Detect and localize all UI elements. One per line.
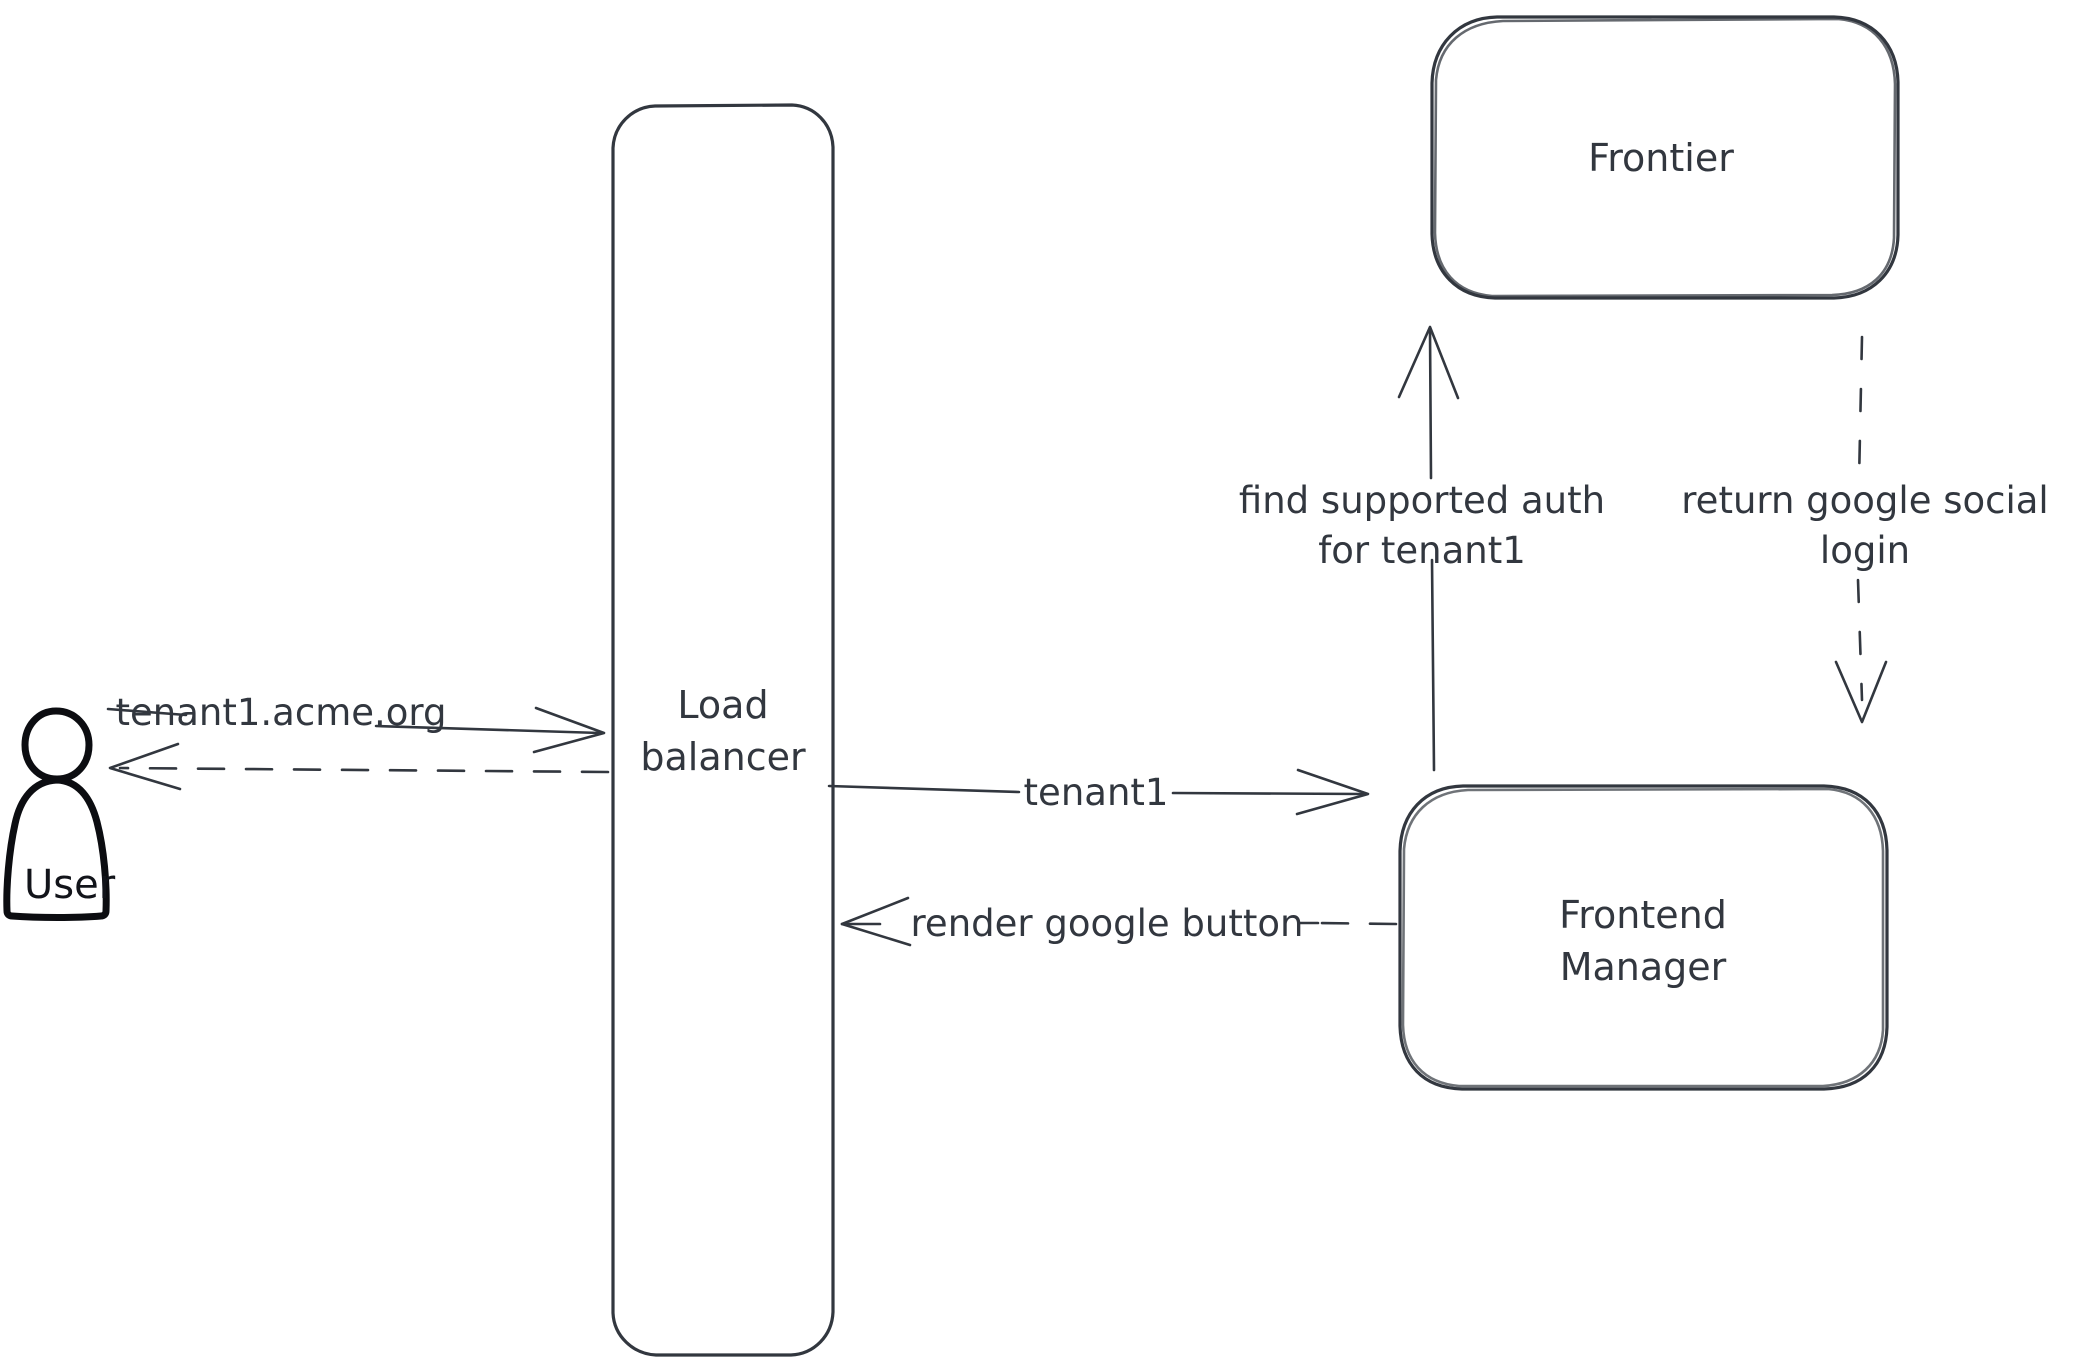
load-balancer-label-line2: balancer [640, 735, 806, 779]
user-body-icon [3, 776, 110, 921]
edge-fm-to-frontier-line-upper [1428, 328, 1433, 480]
edge-fm-to-lb-label: render google button [911, 902, 1304, 945]
edge-frontend-manager-to-load-balancer[interactable]: render google button [840, 896, 1398, 947]
edge-fm-to-frontier-arrowhead [1397, 325, 1460, 400]
edge-fm-to-lb-line [1318, 921, 1398, 926]
edge-lb-to-user-arrowhead [108, 742, 182, 791]
edge-lb-to-fm-arrowhead [1295, 768, 1370, 816]
edge-frontier-to-fm-arrowhead [1834, 660, 1888, 724]
edge-user-to-lb-label: tenant1.acme.org [116, 691, 447, 734]
user-head-icon [21, 707, 93, 783]
edge-frontier-to-frontend-manager[interactable]: return google social login [1681, 335, 2049, 724]
edge-fm-to-frontier-label-line1: find supported auth [1239, 479, 1605, 522]
edge-load-balancer-to-frontend-manager[interactable]: tenant1 [827, 768, 1370, 816]
edge-frontend-manager-to-frontier[interactable]: find supported auth for tenant1 [1239, 325, 1605, 772]
edge-fm-to-frontier-label-line2: for tenant1 [1318, 529, 1526, 572]
frontier-outline-sketch [1433, 17, 1897, 298]
load-balancer-label-line1: Load [677, 683, 768, 727]
edge-user-to-lb-arrowhead [532, 706, 606, 754]
node-frontier[interactable]: Frontier [1430, 15, 1900, 300]
node-user[interactable]: User [3, 707, 116, 921]
node-frontend-manager[interactable]: Frontend Manager [1398, 784, 1889, 1091]
frontend-manager-label-line1: Frontend [1559, 893, 1727, 937]
frontier-outline [1430, 15, 1900, 300]
edge-load-balancer-to-user[interactable] [108, 742, 610, 791]
edge-fm-to-frontier-line-lower [1430, 558, 1436, 772]
frontend-manager-label-line2: Manager [1560, 945, 1727, 989]
edge-lb-to-user-line [118, 766, 610, 774]
frontier-label: Frontier [1588, 136, 1734, 180]
edge-lb-to-fm-line-left [827, 784, 1021, 794]
edge-fm-to-lb-arrowhead [840, 896, 912, 947]
edge-user-to-lb-line-left [106, 707, 188, 717]
edge-frontier-to-fm-line-lower [1856, 578, 1864, 702]
edge-user-to-load-balancer[interactable]: tenant1.acme.org [106, 691, 606, 754]
edge-user-to-lb-line-right [374, 724, 602, 735]
load-balancer-outline [611, 103, 835, 1357]
node-load-balancer[interactable]: Load balancer [611, 103, 835, 1357]
user-label: User [24, 862, 116, 908]
edge-frontier-to-fm-line-upper [1857, 335, 1864, 484]
edge-frontier-to-fm-label-line2: login [1820, 529, 1910, 572]
edge-lb-to-fm-line-right [1171, 791, 1365, 796]
frontend-manager-outline [1398, 784, 1889, 1091]
edge-frontier-to-fm-label-line1: return google social [1681, 479, 2048, 522]
frontend-manager-outline-sketch [1401, 787, 1885, 1088]
edge-lb-to-fm-label: tenant1 [1024, 771, 1169, 814]
